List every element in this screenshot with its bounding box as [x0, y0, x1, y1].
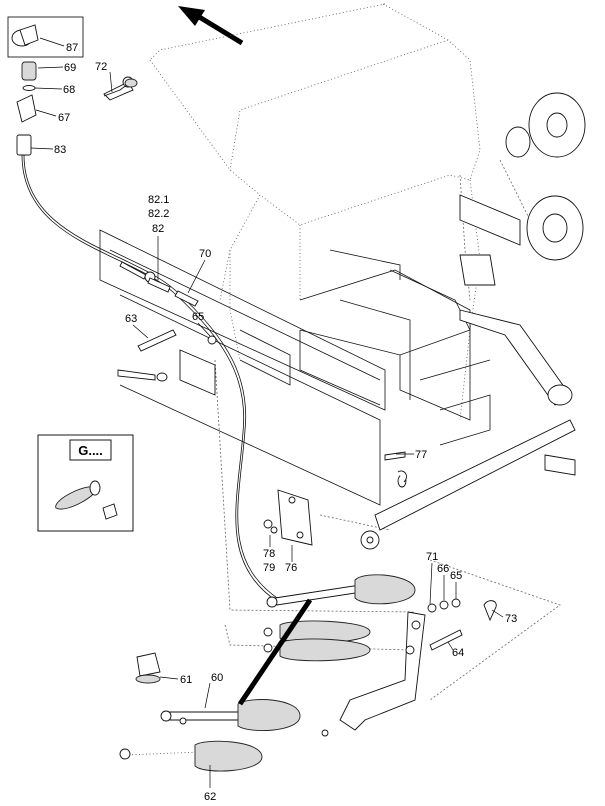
spring-rod-upper	[266, 574, 416, 608]
callout-82-1: 82.1	[148, 194, 169, 206]
handle-grip-icon	[55, 480, 118, 520]
callout-73: 73	[505, 613, 517, 625]
callout-68: 68	[63, 84, 75, 96]
callout-labels: 87 69 68 67 83 72 82.1 82.2 82 70 63 65 …	[54, 42, 517, 803]
callout-60: 60	[211, 672, 223, 684]
callout-83: 83	[54, 144, 66, 156]
drawbar	[360, 419, 576, 550]
callout-65-lower: 65	[450, 570, 462, 582]
callout-70: 70	[199, 248, 211, 260]
dust-cap	[103, 78, 138, 97]
spring-rod-bottom	[119, 740, 263, 772]
callout-63: 63	[125, 313, 137, 325]
inset-box: G....	[37, 434, 134, 532]
callout-69: 69	[64, 62, 76, 74]
callout-71: 71	[426, 551, 438, 563]
callout-78: 78	[263, 548, 275, 560]
callout-61: 61	[180, 674, 192, 686]
fastener-set	[117, 261, 407, 488]
callout-82-2: 82.2	[148, 208, 169, 220]
control-lever-assembly	[7, 16, 281, 603]
callout-64: 64	[452, 647, 464, 659]
clip-part	[135, 652, 161, 684]
callout-79: 79	[263, 562, 275, 574]
callout-leaders	[30, 37, 504, 788]
spring-rod-middle	[263, 620, 371, 662]
machine-body-outline	[149, 3, 481, 421]
mounting-plate	[263, 489, 313, 546]
callout-66: 66	[437, 563, 449, 575]
frame-structure	[99, 229, 491, 506]
callout-72: 72	[95, 61, 107, 73]
callout-82: 82	[152, 223, 164, 235]
callout-87: 87	[66, 42, 78, 54]
callout-65-upper: 65	[192, 311, 204, 323]
wheel-gear-assembly	[459, 92, 586, 476]
callout-67: 67	[58, 112, 70, 124]
callout-77: 77	[415, 449, 427, 461]
callout-62: 62	[204, 791, 216, 803]
inset-box-label: G....	[78, 443, 103, 458]
direction-arrow-icon	[178, 6, 244, 46]
spring-rod-lower	[160, 598, 329, 737]
pedal-lever	[339, 470, 497, 731]
callout-76: 76	[285, 562, 297, 574]
